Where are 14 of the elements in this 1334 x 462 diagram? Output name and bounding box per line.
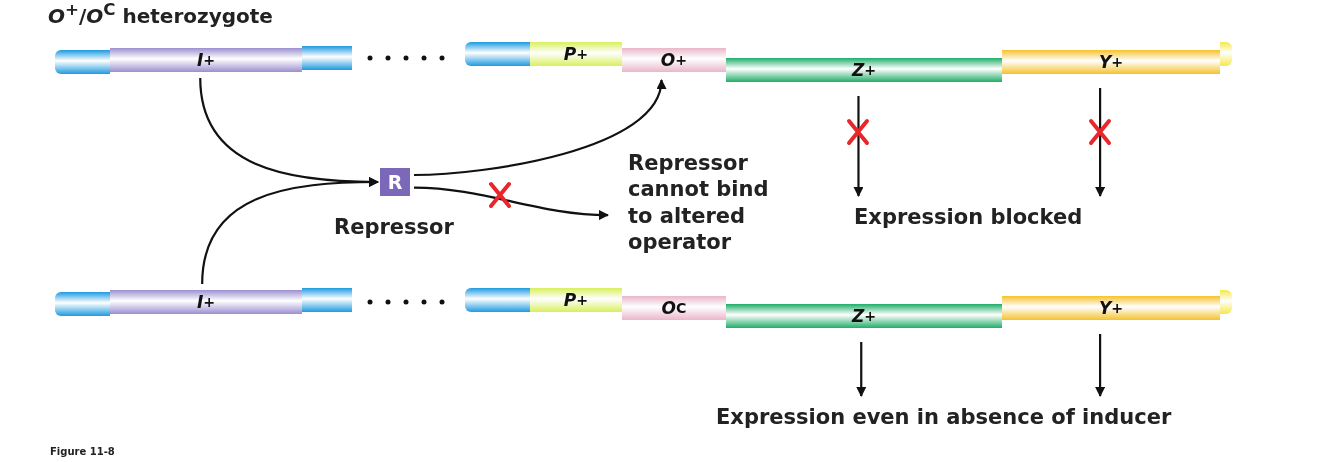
- figure-title: O$^{+}$/O$^{C}$ heterozygote: [48, 0, 273, 29]
- arrow: [413, 186, 609, 220]
- annotation-text: Expression even in absence of inducer: [716, 404, 1236, 431]
- annotation-text: Expression blocked: [854, 204, 1124, 231]
- arrow: [856, 342, 867, 397]
- figure-number: Figure 11-8: [50, 446, 115, 459]
- arrow: [853, 96, 864, 197]
- arrow: [201, 177, 379, 285]
- protein-caption: Repressor: [334, 214, 454, 241]
- arrow: [413, 79, 665, 177]
- arrow: [1095, 334, 1106, 397]
- arrow: [1095, 88, 1106, 197]
- annotation-text: Repressor cannot bind to altered operator: [628, 150, 798, 255]
- repressor-protein: R: [380, 168, 410, 196]
